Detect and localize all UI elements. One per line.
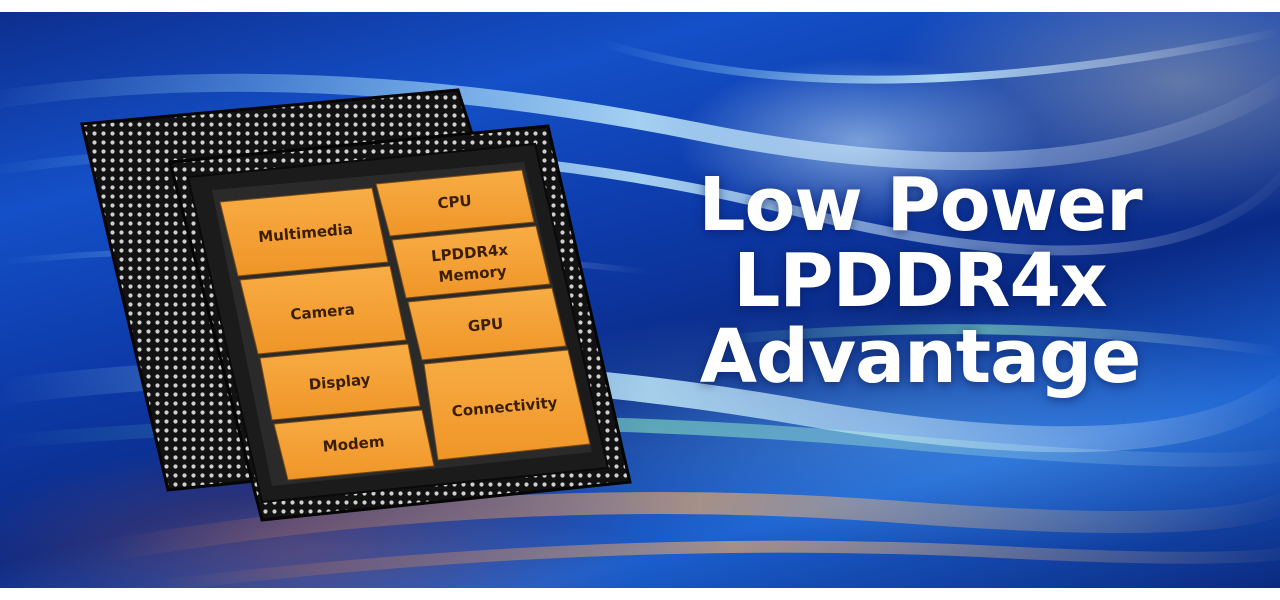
chip-blocks — [219, 169, 591, 481]
block-cpu — [375, 169, 535, 237]
block-camera — [239, 265, 407, 355]
block-modem — [273, 409, 435, 481]
label-memory-line2: Memory — [438, 262, 508, 286]
hero-banner: Multimedia Camera Display Modem CPU LPDD… — [0, 12, 1280, 588]
headline-line-3: Advantage — [699, 314, 1142, 400]
soc-chip-illustration: Multimedia Camera Display Modem CPU LPDD… — [80, 88, 632, 522]
headline-line-1: Low Power — [698, 162, 1142, 248]
block-memory — [391, 225, 551, 299]
headline-line-2: LPDDR4x — [733, 238, 1107, 324]
label-modem: Modem — [322, 432, 385, 455]
headline: Low Power LPDDR4x Advantage — [640, 167, 1200, 395]
block-display — [259, 343, 421, 421]
label-display: Display — [308, 370, 371, 393]
label-cpu: CPU — [437, 192, 473, 213]
label-camera: Camera — [290, 300, 356, 324]
block-connectivity — [423, 349, 591, 461]
block-gpu — [407, 287, 567, 361]
label-gpu: GPU — [467, 315, 504, 336]
block-multimedia — [219, 187, 389, 277]
